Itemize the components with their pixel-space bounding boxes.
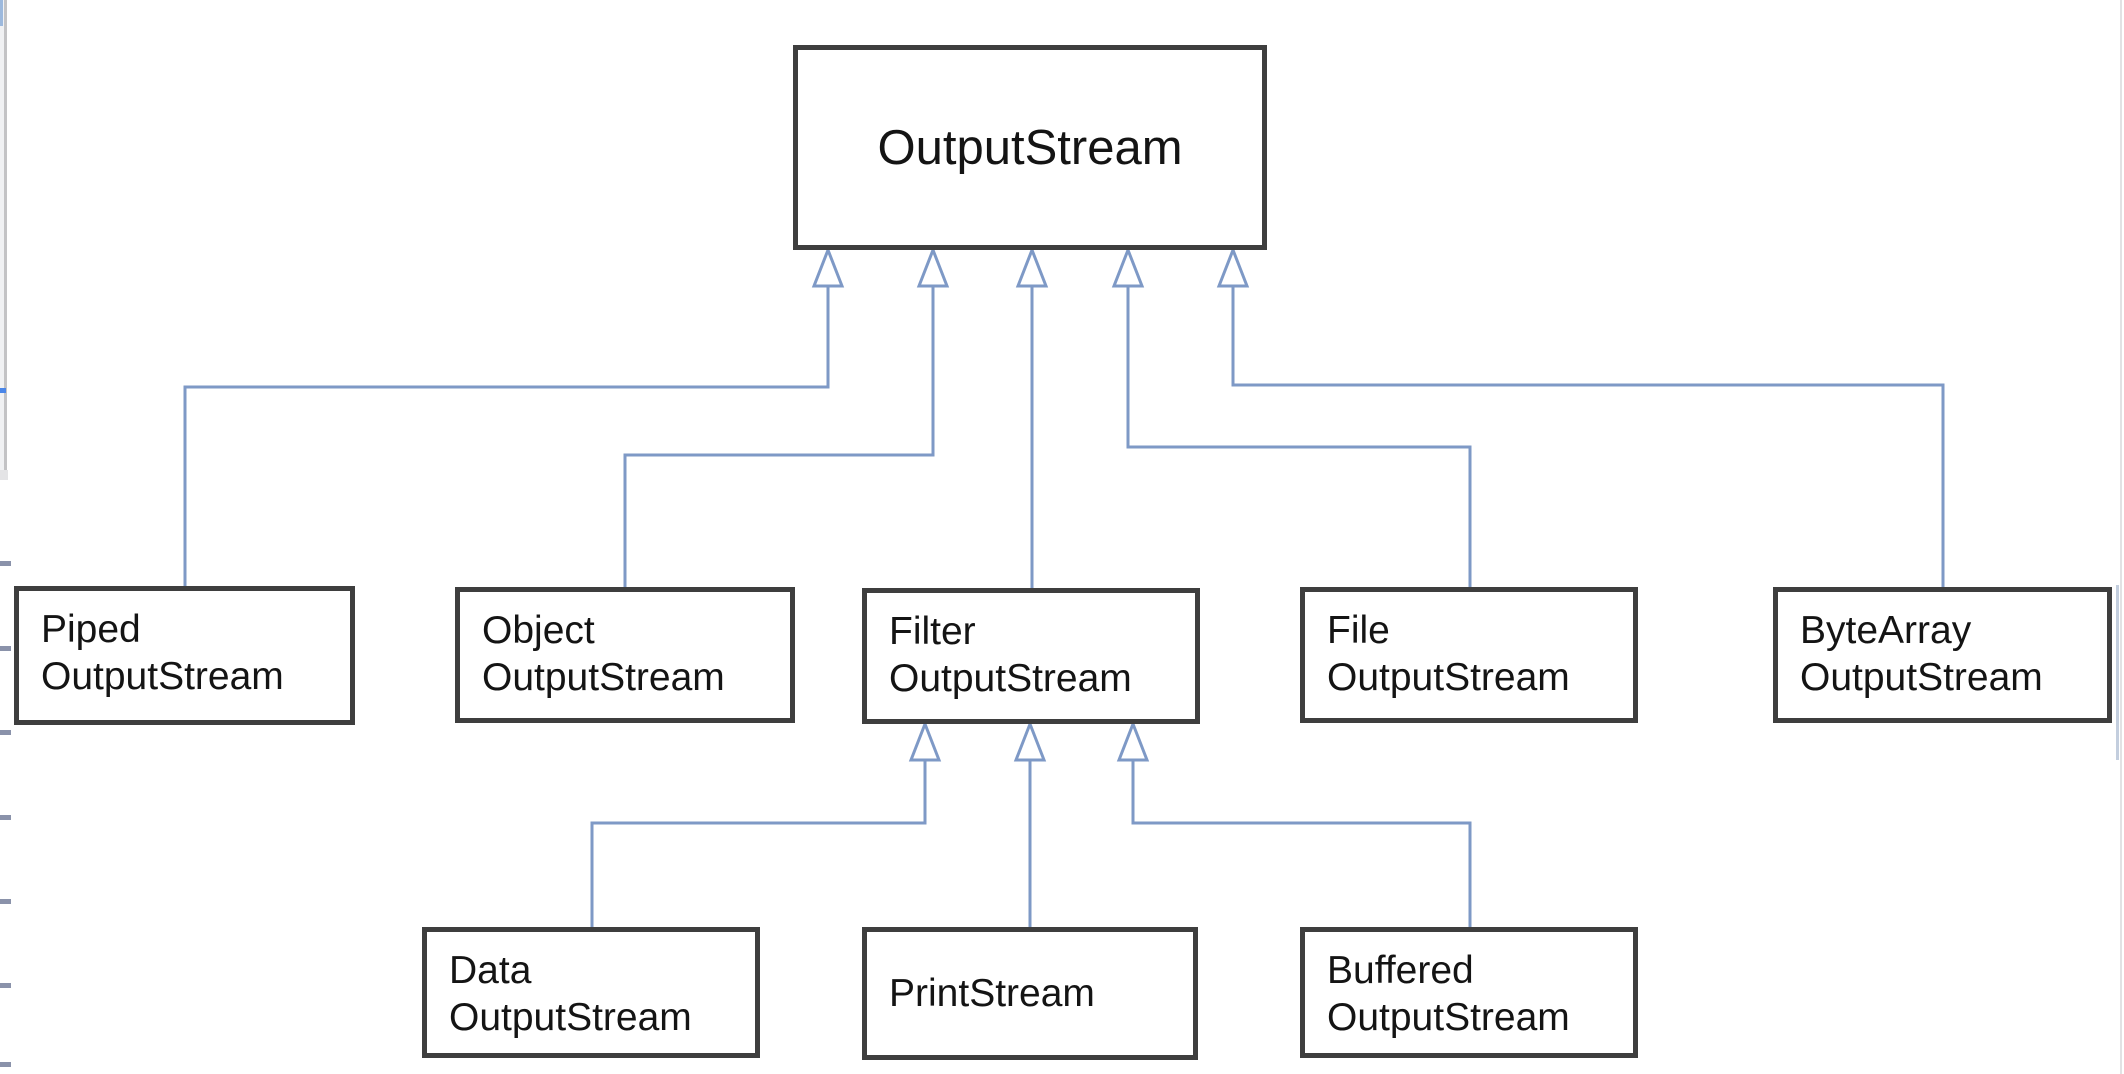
right-blue-edge-line (2116, 585, 2119, 760)
inheritance-arrowhead (1013, 719, 1047, 762)
edge-bytearray-outputstream (1231, 284, 1945, 596)
class-label-line2: OutputStream (889, 657, 1132, 700)
left-page-edge-strip (0, 0, 5, 480)
class-label-line1: Piped (41, 608, 141, 651)
edge-data-outputstream (590, 758, 927, 936)
class-box-object-outputstream: Object OutputStream (455, 587, 795, 723)
class-box-piped-outputstream: Piped OutputStream (14, 586, 355, 725)
class-box-data-outputstream: Data OutputStream (422, 927, 760, 1058)
left-page-edge-stub (0, 470, 8, 480)
class-label-line2: OutputStream (1800, 656, 2043, 699)
class-label-line2: OutputStream (1327, 996, 1570, 1039)
edge-file-outputstream (1126, 284, 1472, 596)
class-label-line2: OutputStream (1327, 656, 1570, 699)
class-label-line2: OutputStream (449, 996, 692, 1039)
class-box-bytearray-outputstream: ByteArray OutputStream (1773, 587, 2112, 723)
class-box-buffered-outputstream: Buffered OutputStream (1300, 927, 1638, 1058)
class-label: OutputStream (877, 120, 1183, 175)
left-ruler-tick (0, 983, 11, 988)
left-ruler-tick (0, 1062, 11, 1067)
class-label-line1: File (1327, 609, 1390, 652)
inheritance-arrowhead (916, 245, 950, 288)
left-ruler-tick (0, 646, 11, 651)
inheritance-arrowhead (1116, 719, 1150, 762)
edge-buffered-outputstream (1131, 758, 1472, 936)
class-label-line1: Object (482, 609, 595, 652)
class-label: PrintStream (889, 971, 1095, 1015)
left-ruler-tick (0, 561, 11, 566)
class-label-line2: OutputStream (482, 656, 725, 699)
left-page-edge-line (4, 0, 7, 470)
left-blue-tick (0, 388, 6, 393)
class-label-line1: ByteArray (1800, 609, 1972, 652)
inheritance-arrowhead (1111, 245, 1145, 288)
class-box-file-outputstream: File OutputStream (1300, 587, 1638, 723)
edge-object-outputstream (623, 284, 935, 596)
inheritance-arrowhead (908, 719, 942, 762)
right-page-edge-line (2120, 0, 2122, 1074)
class-label-line1: Filter (889, 610, 976, 653)
class-box-outputstream: OutputStream (793, 45, 1267, 250)
class-label-line1: Buffered (1327, 949, 1474, 992)
inheritance-arrowhead (811, 245, 845, 288)
left-ruler-tick (0, 815, 11, 820)
inheritance-arrowhead (1216, 245, 1250, 288)
left-ruler-tick (0, 730, 11, 735)
inheritance-arrowhead (1015, 245, 1049, 288)
left-ruler-tick (0, 899, 11, 904)
class-label-line2: OutputStream (41, 655, 284, 698)
class-box-filter-outputstream: Filter OutputStream (862, 588, 1200, 724)
class-label-line1: Data (449, 949, 532, 992)
left-top-blue-sliver (0, 0, 3, 26)
class-box-printstream: PrintStream (862, 927, 1198, 1060)
edge-piped-outputstream (183, 284, 830, 596)
